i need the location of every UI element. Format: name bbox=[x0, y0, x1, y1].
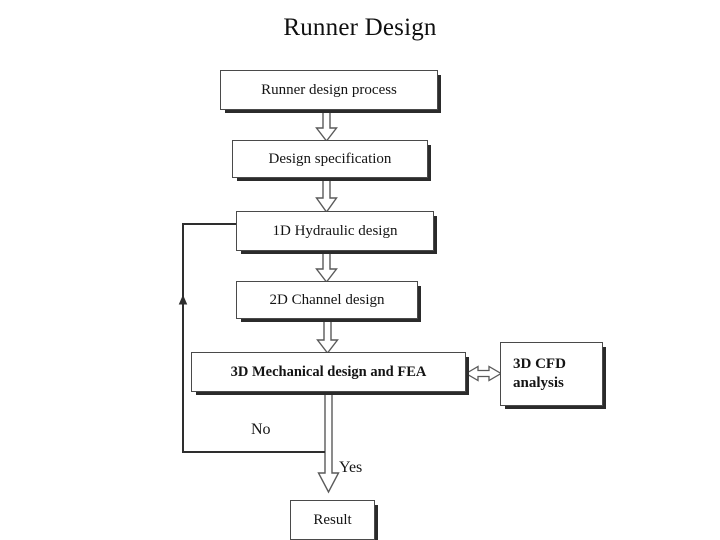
feedback-direction-arrowhead-icon bbox=[178, 294, 188, 305]
edge-arrow-3d-to-cfd-bidirectional bbox=[464, 365, 503, 382]
node-1d-hydraulic-design[interactable]: 1D Hydraulic design bbox=[236, 211, 434, 251]
node-label: 1D Hydraulic design bbox=[272, 222, 398, 239]
edge-arrow-process-to-specification bbox=[315, 109, 338, 143]
node-label: Result bbox=[313, 511, 352, 528]
edge-arrow-1d-to-2d bbox=[315, 250, 338, 284]
node-label: 3D Mechanical design and FEA bbox=[230, 363, 427, 380]
edge-arrow-3d-to-result bbox=[317, 391, 340, 494]
node-2d-channel-design[interactable]: 2D Channel design bbox=[236, 281, 418, 319]
node-runner-design-process[interactable]: Runner design process bbox=[220, 70, 438, 110]
node-3d-cfd-analysis[interactable]: 3D CFD analysis bbox=[500, 342, 603, 406]
node-label: Runner design process bbox=[261, 81, 397, 98]
edge-feedback-loop-no bbox=[182, 223, 325, 453]
edge-label-no: No bbox=[251, 421, 271, 438]
edge-label-yes: Yes bbox=[339, 459, 363, 476]
node-label: Design specification bbox=[268, 150, 392, 167]
node-design-specification[interactable]: Design specification bbox=[232, 140, 428, 178]
node-3d-mechanical-design-and-fea[interactable]: 3D Mechanical design and FEA bbox=[191, 352, 466, 392]
page-title: Runner Design bbox=[283, 14, 437, 41]
node-label: 2D Channel design bbox=[269, 291, 385, 308]
edge-arrow-2d-to-3d bbox=[316, 318, 339, 355]
edge-arrow-specification-to-1d bbox=[315, 177, 338, 214]
node-label: 3D CFD analysis bbox=[513, 356, 566, 391]
node-result[interactable]: Result bbox=[290, 500, 375, 540]
